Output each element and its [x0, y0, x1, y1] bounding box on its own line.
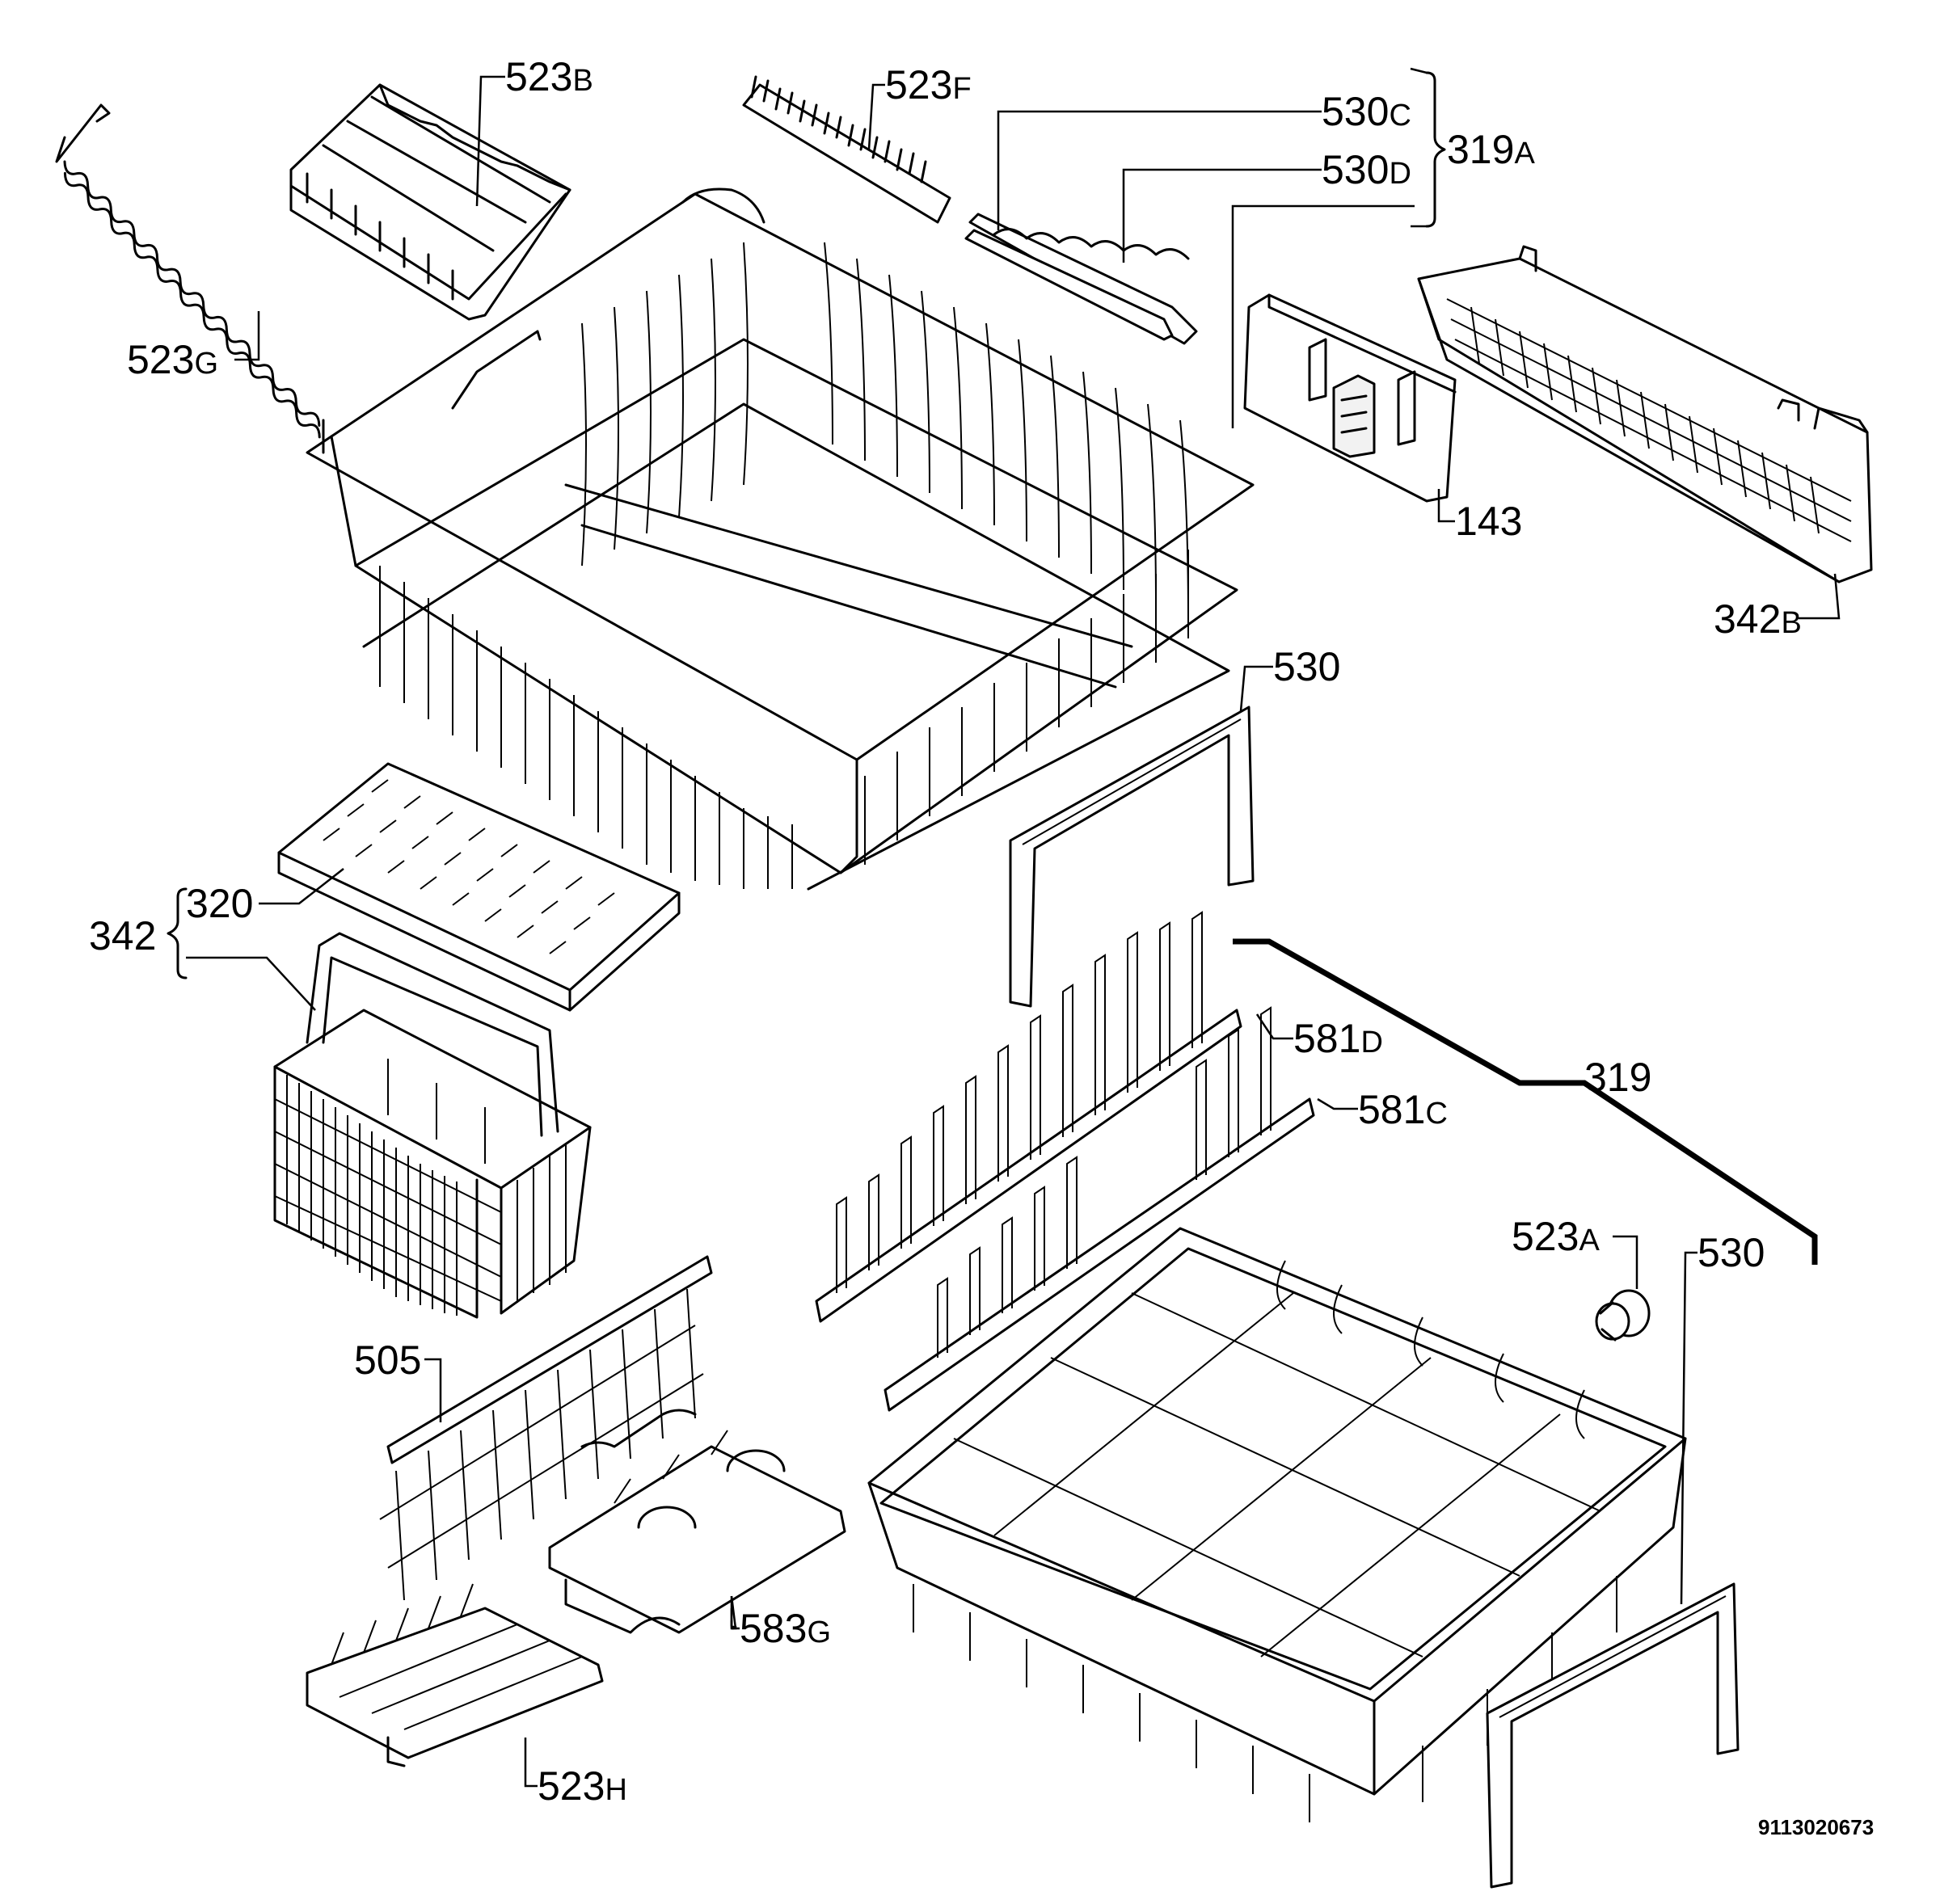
label-530c: 530C — [1322, 89, 1411, 134]
part-523h-tine-clips — [306, 1583, 604, 1767]
part-342-cutlery-basket — [273, 932, 592, 1319]
label-523g: 523G — [127, 337, 218, 382]
part-530-end-cap-upper — [1009, 706, 1255, 1008]
part-581c-tine-row — [884, 1006, 1315, 1412]
part-labels: 523G 523B 523F 530C 530D 319A 143 342B 5… — [89, 54, 1874, 1839]
part-523g-wave-wire — [55, 103, 542, 439]
part-530c-530d-rails — [964, 213, 1198, 345]
part-upper-basket — [306, 187, 1255, 891]
label-581d: 581D — [1293, 1016, 1383, 1061]
label-505: 505 — [354, 1337, 421, 1383]
part-lower-basket — [867, 1227, 1687, 1822]
label-342b: 342B — [1714, 596, 1802, 642]
label-581c: 581C — [1358, 1087, 1448, 1132]
part-583g-cup-holder — [548, 1430, 846, 1634]
part-523b-tine-insert — [289, 83, 571, 321]
label-342: 342 — [89, 913, 156, 958]
part-581d-tine-row — [815, 911, 1242, 1323]
label-319a: 319A — [1447, 127, 1535, 172]
part-342b-side-basket — [1417, 245, 1873, 583]
part-530-end-cap-lower — [1486, 1582, 1740, 1889]
document-number: 9113020673 — [1758, 1815, 1874, 1839]
label-530d: 530D — [1322, 147, 1411, 192]
braces — [167, 67, 1446, 979]
part-320-cover — [277, 762, 681, 1012]
label-530-top: 530 — [1273, 644, 1340, 689]
leader-lines — [186, 75, 1841, 1788]
label-583g: 583G — [740, 1606, 831, 1651]
label-530-bottom: 530 — [1698, 1230, 1765, 1275]
part-523f-tine-strip — [742, 75, 951, 224]
label-523b: 523B — [505, 54, 593, 99]
label-523f: 523F — [885, 62, 972, 107]
label-319: 319 — [1584, 1055, 1651, 1100]
part-143-adjuster — [1243, 293, 1457, 503]
label-320: 320 — [186, 881, 253, 926]
part-523a-wheel — [1595, 1289, 1651, 1342]
label-523a: 523A — [1512, 1214, 1600, 1259]
part-505-fold-rack — [379, 1255, 713, 1601]
label-523h: 523H — [538, 1763, 627, 1809]
label-143: 143 — [1455, 499, 1522, 544]
